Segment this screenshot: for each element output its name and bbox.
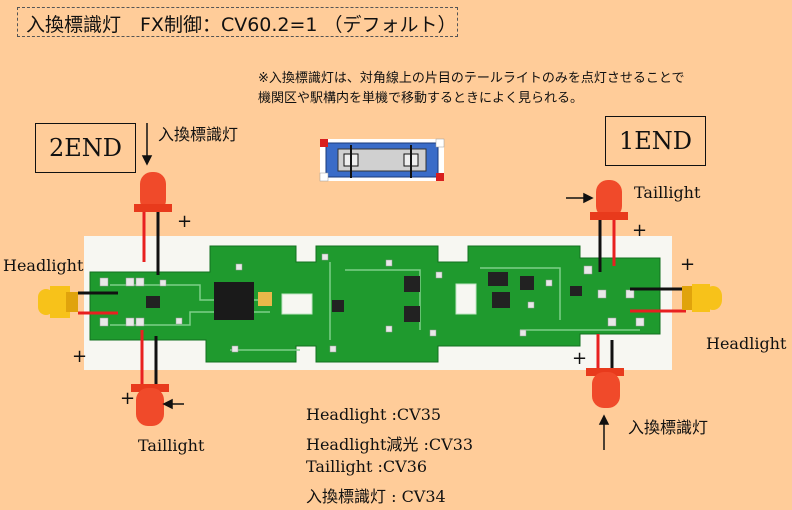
cv-headlight-dim: Headlight減光 :CV33	[306, 435, 474, 454]
arrows	[141, 123, 610, 450]
locomotive-icon	[319, 138, 445, 182]
label-shunting-light-bottom-right: 入換標識灯	[628, 418, 709, 437]
transistor-mid	[332, 300, 344, 312]
title-box	[17, 7, 458, 37]
plus-top-right: +	[632, 220, 648, 241]
capacitor	[258, 292, 272, 306]
headlight-right-led	[682, 284, 722, 312]
cv-headlight: Headlight :CV35	[306, 405, 442, 424]
plus-bottom-left: +	[120, 388, 136, 409]
ic-right-3	[520, 276, 534, 290]
mcu-chip	[214, 282, 254, 320]
end-label-2: 2END	[35, 123, 136, 173]
label-taillight-top-right: Taillight	[634, 183, 701, 202]
label-shunting-light-top-left: 入換標識灯	[158, 125, 239, 144]
taillight-bottom-right-led	[586, 368, 624, 408]
cv-taillight: Taillight :CV36	[306, 457, 428, 476]
taillight-top-left-led	[134, 172, 172, 212]
plus-right-headlight: +	[680, 254, 696, 275]
plus-bottom-right: +	[572, 348, 588, 369]
decoder-pcb	[89, 245, 661, 363]
ic-right-2	[492, 292, 510, 308]
taillight-top-right-led	[590, 180, 628, 220]
pcb-cutout-1	[281, 293, 313, 315]
plus-top-left: +	[177, 211, 193, 232]
solder-pads	[99, 253, 645, 353]
label-headlight-left: Headlight	[3, 256, 84, 275]
ic-right-1	[488, 272, 508, 286]
transistor-left	[146, 296, 160, 308]
ic-right-4	[570, 286, 582, 296]
ic-mid-1	[404, 276, 420, 292]
ic-mid-2	[404, 306, 420, 322]
pcb-cutout-2	[455, 283, 477, 315]
label-taillight-bottom-left: Taillight	[138, 436, 205, 455]
end-label-1: 1END	[605, 116, 706, 166]
plus-left-headlight: +	[72, 346, 88, 367]
page-title: 入換標識灯 FX制御：CV60.2=1 （デフォルト）	[26, 14, 457, 36]
note-line-2: 機関区や駅構内を単機で移動するときによく見られる。	[258, 91, 584, 106]
taillight-bottom-left-led	[131, 384, 169, 426]
note-line-1: ※入換標識灯は、対角線上の片目のテールライトのみを点灯させることで	[258, 71, 685, 86]
cv-shunting-light: 入換標識灯 : CV34	[306, 487, 446, 506]
label-headlight-right: Headlight	[706, 334, 787, 353]
headlight-left-led	[38, 286, 78, 318]
